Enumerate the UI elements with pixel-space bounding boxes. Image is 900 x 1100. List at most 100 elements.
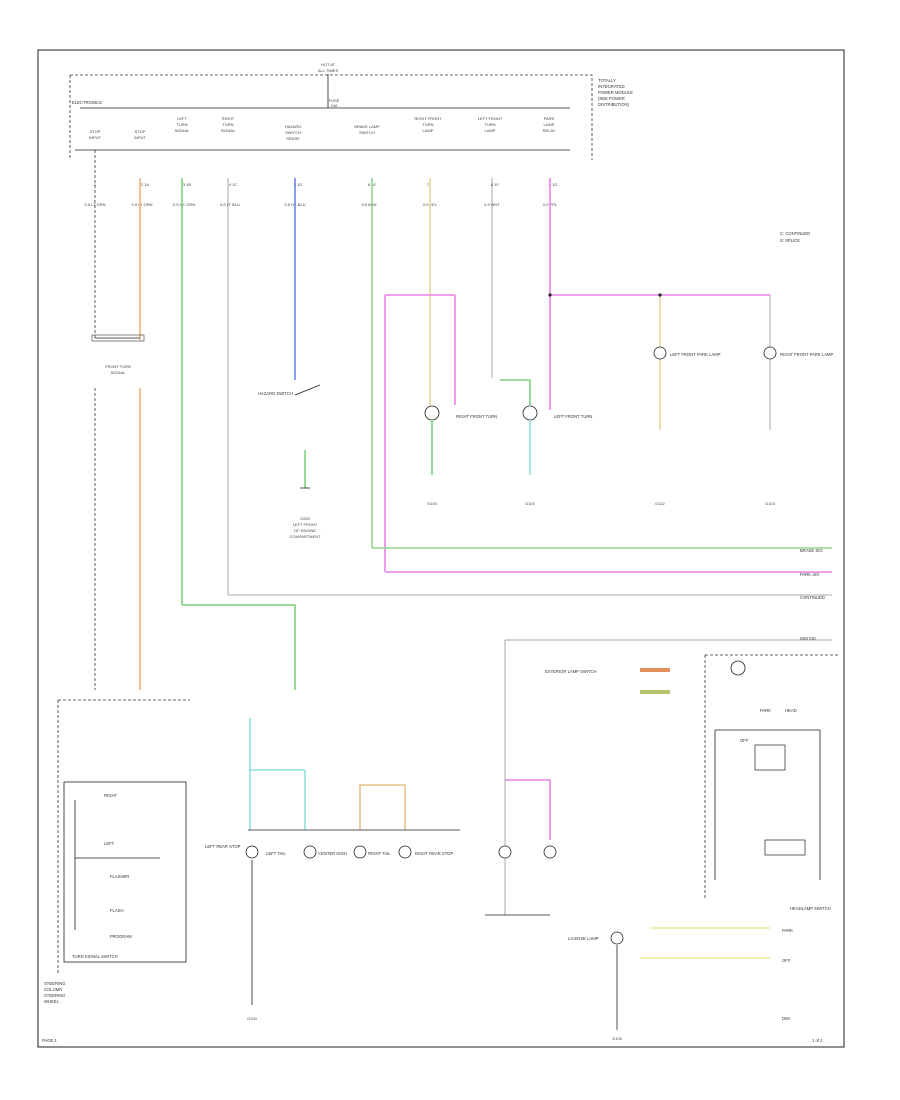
svg-text:2 1A: 2 1A xyxy=(141,182,150,187)
svg-text:RIGHT TAIL: RIGHT TAIL xyxy=(368,851,391,856)
headlamp-switch-body-2 xyxy=(764,839,806,856)
svg-text:STOP: STOP xyxy=(135,129,146,134)
connector-label: FRONT TURN xyxy=(105,364,131,369)
top-source-line-1: HOT AT xyxy=(321,62,336,67)
rf-park-label: RIGHT FRONT PARK LAMP xyxy=(780,352,833,357)
svg-text:LAMP: LAMP xyxy=(544,122,555,127)
headlamp-box xyxy=(704,654,840,900)
top-source-line-2: ALL TIMES xyxy=(318,68,339,73)
svg-text:COMPARTMENT: COMPARTMENT xyxy=(290,534,322,539)
svg-text:SWITCH: SWITCH xyxy=(285,130,301,135)
svg-text:PARK: PARK xyxy=(760,708,771,713)
svg-text:CENTER HIGH: CENTER HIGH xyxy=(318,851,347,856)
svg-text:(SEE POWER: (SEE POWER xyxy=(598,96,625,101)
svg-text:LEFT FRONT: LEFT FRONT xyxy=(293,522,318,527)
svg-text:TURN: TURN xyxy=(176,122,187,127)
svg-text:BRAKE LAMP: BRAKE LAMP xyxy=(354,124,380,129)
ground-labels: G100 G101 G102 G103 xyxy=(427,501,776,506)
stop-lamp-left xyxy=(498,845,512,859)
svg-text:PROGRAM: PROGRAM xyxy=(110,934,132,939)
svg-text:STOP: STOP xyxy=(90,129,101,134)
ext-conn-1 xyxy=(640,668,670,672)
svg-text:DIM SIG: DIM SIG xyxy=(800,636,816,641)
svg-text:BRAKE SIG: BRAKE SIG xyxy=(800,548,823,553)
hazard-switch-contact xyxy=(294,384,321,396)
svg-text:INTEGRATED: INTEGRATED xyxy=(598,84,625,89)
svg-text:7: 7 xyxy=(427,182,430,187)
diagram-frame xyxy=(37,49,845,1048)
svg-text:COLUMN: COLUMN xyxy=(44,987,62,992)
svg-text:5 1D: 5 1D xyxy=(294,182,303,187)
svg-text:WHEEL: WHEEL xyxy=(44,999,60,1004)
lf-park-lamp xyxy=(653,346,667,360)
wire-labels: 0.5 LT GRN 0.5 LT ORN 0.5 DK GRN 0.5 LT … xyxy=(85,202,558,207)
svg-text:0.5 DK GRN: 0.5 DK GRN xyxy=(173,202,195,207)
svg-text:G100: G100 xyxy=(427,501,438,506)
svg-text:SIGNAL: SIGNAL xyxy=(221,128,236,133)
svg-text:LEFT TAIL: LEFT TAIL xyxy=(266,851,286,856)
left-rear-stop-lamp xyxy=(245,845,259,859)
svg-text:LEFT: LEFT xyxy=(177,116,187,121)
headlamp-switch-body xyxy=(754,744,786,771)
svg-text:TURN: TURN xyxy=(222,122,233,127)
fuse-label: FUSE xyxy=(329,98,340,103)
svg-text:RIGHT REAR STOP: RIGHT REAR STOP xyxy=(415,851,453,856)
svg-text:TURN: TURN xyxy=(484,122,495,127)
license-lamp-label: LICENSE LAMP xyxy=(568,936,599,941)
page-number: 1 of 2 xyxy=(812,1038,823,1043)
turn-switch-label: TURN SIGNAL SWITCH xyxy=(72,954,118,959)
steering-labels: STEERING COLUMN STEERING WHEEL xyxy=(44,981,65,1004)
splice-node xyxy=(658,293,662,297)
legend-continued: C: CONTINUED xyxy=(780,231,810,236)
svg-text:G200: G200 xyxy=(300,516,311,521)
headlamp-switch-label: HEADLAMP SWITCH xyxy=(790,906,831,911)
svg-text:INPUT: INPUT xyxy=(134,135,147,140)
svg-text:G101: G101 xyxy=(525,501,536,506)
module-boundary xyxy=(69,74,593,160)
module-pins: STOP INPUT STOP INPUT LEFT TURN SIGNAL R… xyxy=(89,116,556,141)
svg-text:LEFT: LEFT xyxy=(104,841,115,846)
svg-text:PARK: PARK xyxy=(782,928,793,933)
svg-text:G102: G102 xyxy=(655,501,666,506)
connector-label-2: SIGNAL xyxy=(111,370,126,375)
lf-turn-lamp xyxy=(522,405,538,421)
rear-lamp-set xyxy=(245,845,412,859)
svg-text:PARK: PARK xyxy=(544,116,555,121)
right-tail-lamp xyxy=(398,845,412,859)
svg-text:OF ENGINE: OF ENGINE xyxy=(294,528,316,533)
svg-text:TOTALLY: TOTALLY xyxy=(598,78,616,83)
continuation-labels: BRAKE SIG PARK SIG CONTINUED DIM SIG xyxy=(800,548,825,641)
connector-c101 xyxy=(91,334,145,342)
turn-switch-parts: RIGHT LEFT FLASHER FLASH PROGRAM xyxy=(104,793,132,939)
rf-turn-lamp xyxy=(424,405,440,421)
svg-text:8 1F: 8 1F xyxy=(491,182,500,187)
svg-text:DIM: DIM xyxy=(782,1016,790,1021)
svg-text:RIGHT FRONT: RIGHT FRONT xyxy=(414,116,442,121)
center-high-lamp xyxy=(353,845,367,859)
svg-text:HEAD: HEAD xyxy=(785,708,797,713)
rear-lamp-labels: LEFT REAR STOP LEFT TAIL CENTER HIGH RIG… xyxy=(205,844,453,856)
lower-right-labels: PARK OFF DIM xyxy=(782,928,793,1021)
svg-text:LEFT FRONT: LEFT FRONT xyxy=(478,116,503,121)
legend-splice: S: SPLICE xyxy=(780,238,800,243)
rear-tan-feed xyxy=(359,784,406,830)
hazard-ground-label: G200 LEFT FRONT OF ENGINE COMPARTMENT xyxy=(290,516,322,539)
svg-text:LEFT REAR STOP: LEFT REAR STOP xyxy=(205,844,241,849)
headlamp-parts: PARK HEAD OFF xyxy=(740,708,797,743)
lf-park-label: LEFT FRONT PARK LAMP xyxy=(670,352,721,357)
svg-text:POWER MODULE: POWER MODULE xyxy=(598,90,633,95)
svg-text:9 1G: 9 1G xyxy=(549,182,558,187)
turn-switch-boundary xyxy=(57,699,190,975)
svg-text:DISTRIBUTION): DISTRIBUTION) xyxy=(598,102,630,107)
svg-text:0.5 LT GRN: 0.5 LT GRN xyxy=(85,202,106,207)
svg-text:1: 1 xyxy=(94,182,97,187)
svg-text:STEERING: STEERING xyxy=(44,981,65,986)
lf-turn-feed xyxy=(500,379,531,405)
hazard-switch-label: HAZARD SWITCH xyxy=(258,391,293,396)
svg-text:LAMP: LAMP xyxy=(423,128,434,133)
module-pin-numbers: 1 2 1A 3 1B 4 1C 5 1D 6 1E 7 8 1F 9 1G xyxy=(94,182,557,187)
svg-text:CONTINUED: CONTINUED xyxy=(800,595,825,600)
svg-text:RELAY: RELAY xyxy=(543,128,556,133)
splice-node xyxy=(548,293,552,297)
